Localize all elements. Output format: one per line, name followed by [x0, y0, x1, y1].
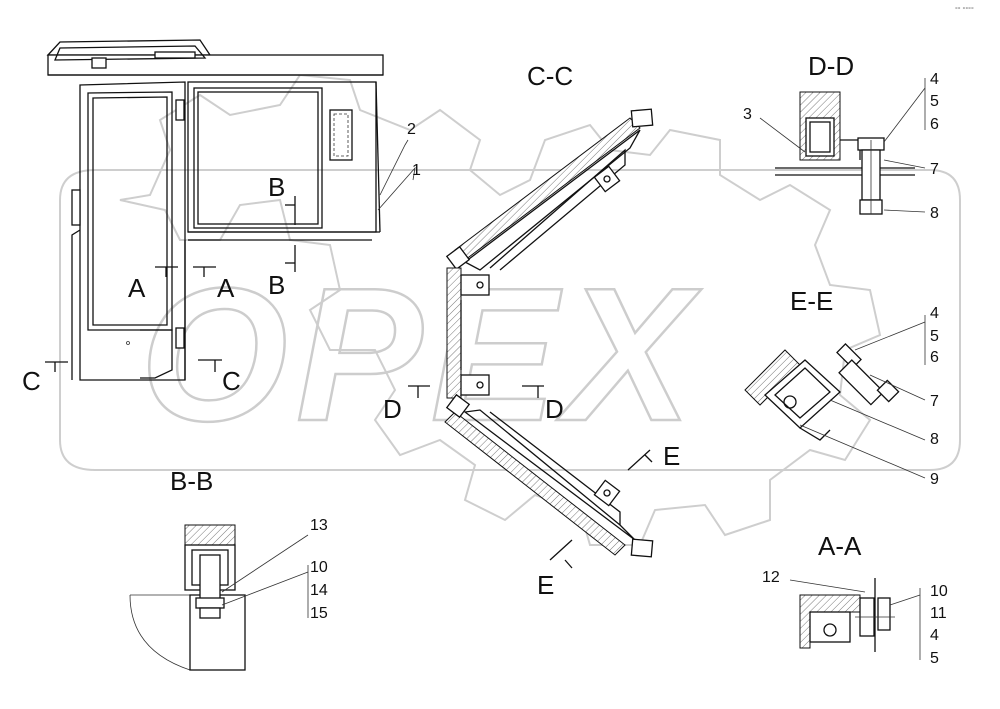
- marker-d-left: D: [383, 394, 402, 424]
- callout-8-dd: 8: [930, 205, 939, 222]
- corner-mark: °° °°°°: [955, 6, 974, 14]
- section-aa-view: [789, 578, 921, 660]
- callout-7-dd: 7: [930, 161, 939, 178]
- callout-9-ee: 9: [930, 471, 939, 488]
- section-ee-view: [744, 315, 926, 479]
- callout-13-bb: 13: [310, 517, 328, 534]
- callout-4-dd: 4: [930, 71, 939, 88]
- callout-1: 1: [412, 162, 421, 179]
- callout-2: 2: [407, 121, 416, 138]
- callout-10-bb: 10: [310, 559, 328, 576]
- callout-5-aa: 5: [930, 650, 939, 667]
- section-markers-cab: [45, 196, 296, 372]
- marker-d-right: D: [545, 394, 564, 424]
- callout-15-bb: 15: [310, 605, 328, 622]
- callout-4-aa: 4: [930, 627, 939, 644]
- callout-6-ee: 6: [930, 349, 939, 366]
- marker-a-left: A: [128, 273, 146, 303]
- marker-e-bottom: E: [537, 570, 554, 600]
- section-titles: C-C D-D E-E B-B A-A: [170, 51, 862, 561]
- watermark-logo: OPEX: [59, 73, 961, 546]
- callout-12-aa: 12: [762, 569, 780, 586]
- section-marker-letters: A A B B C C D D E E: [22, 172, 680, 600]
- watermark-text: OPEX: [140, 249, 702, 461]
- marker-e-top: E: [663, 441, 680, 471]
- callout-numbers: 1 2 3 4 5 6 7 8 4 5 6 7 8 9 13 10 14 15 …: [310, 71, 948, 667]
- callout-6-dd: 6: [930, 116, 939, 133]
- title-dd: D-D: [808, 51, 854, 81]
- marker-b-top: B: [268, 172, 285, 202]
- marker-c-left: C: [22, 366, 41, 396]
- section-cc-view: [408, 108, 654, 569]
- title-ee: E-E: [790, 286, 833, 316]
- title-aa: A-A: [818, 531, 862, 561]
- title-cc: C-C: [527, 61, 573, 91]
- title-bb: B-B: [170, 466, 213, 496]
- marker-a-right: A: [217, 273, 235, 303]
- callout-3-dd: 3: [743, 106, 752, 123]
- callout-11-aa: 11: [930, 605, 947, 622]
- callout-4-ee: 4: [930, 305, 939, 322]
- section-bb-view: [129, 524, 309, 671]
- watermark-band: [59, 169, 961, 471]
- section-dd-view: [759, 78, 926, 215]
- callout-14-bb: 14: [310, 582, 328, 599]
- callout-7-ee: 7: [930, 393, 939, 410]
- callout-10-aa: 10: [930, 583, 948, 600]
- marker-b-bottom: B: [268, 270, 285, 300]
- callout-5-dd: 5: [930, 93, 939, 110]
- watermark-gear: [119, 73, 882, 546]
- cab-side-view: [46, 39, 416, 381]
- callout-5-ee: 5: [930, 328, 939, 345]
- marker-c-right: C: [222, 366, 241, 396]
- callout-8-ee: 8: [930, 431, 939, 448]
